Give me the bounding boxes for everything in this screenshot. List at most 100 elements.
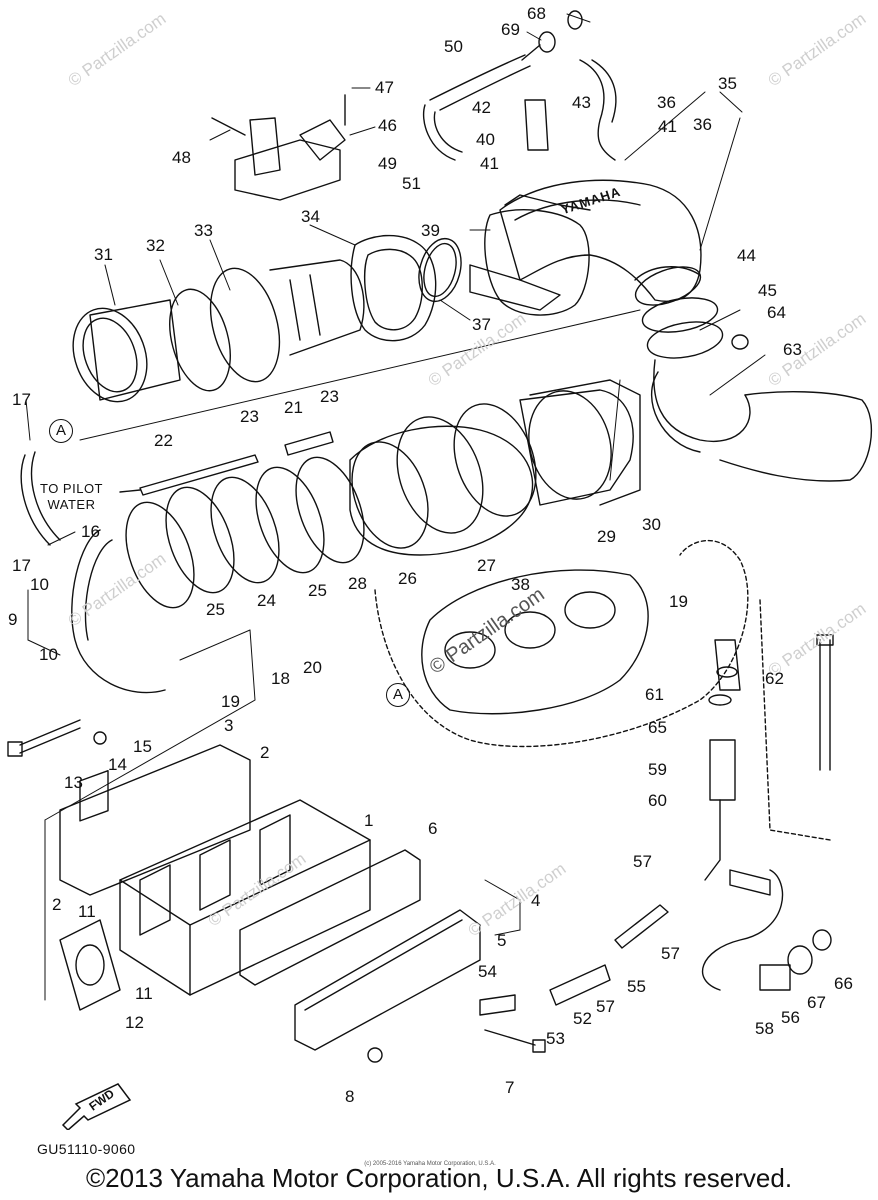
callout-23: 23 [240, 407, 259, 426]
callout-5: 5 [497, 931, 507, 950]
callout-42: 42 [472, 98, 491, 117]
callout-39: 39 [421, 221, 440, 240]
callout-15: 15 [133, 737, 152, 756]
callout-13: 13 [64, 773, 83, 792]
callout-45: 45 [758, 281, 777, 300]
callout-9: 9 [8, 610, 18, 629]
callout-54: 54 [478, 962, 497, 981]
callout-68: 68 [527, 4, 546, 23]
callout-59: 59 [648, 760, 667, 779]
pilot-water-note-line1: TO PILOT [40, 481, 103, 496]
callout-57: 57 [596, 997, 615, 1016]
callout-37: 37 [472, 315, 491, 334]
callout-43: 43 [572, 93, 591, 112]
callout-55: 55 [627, 977, 646, 996]
copyright-notice: ©2013 Yamaha Motor Corporation, U.S.A. A… [85, 1163, 793, 1193]
callout-36: 36 [693, 115, 712, 134]
callout-47: 47 [375, 78, 394, 97]
exhaust-elbow-pipe [500, 180, 705, 312]
callout-32: 32 [146, 236, 165, 255]
callout-41: 41 [658, 117, 677, 136]
callout-11: 11 [135, 984, 153, 1003]
callout-46: 46 [378, 116, 397, 135]
callout-36: 36 [657, 93, 676, 112]
ref-mark-a: A [49, 419, 73, 443]
callout-49: 49 [378, 154, 397, 173]
callout-23: 23 [320, 387, 339, 406]
flange-plate [470, 210, 589, 315]
callout-19: 19 [669, 592, 688, 611]
manifold-gasket-6 [240, 850, 420, 985]
exhaust-manifold [120, 800, 370, 995]
callout-40: 40 [476, 130, 495, 149]
callout-67: 67 [807, 993, 826, 1012]
callout-4: 4 [531, 891, 541, 910]
exhaust-cover-4-5 [295, 910, 480, 1050]
callout-19: 19 [221, 692, 240, 711]
callout-50: 50 [444, 37, 463, 56]
callout-28: 28 [348, 574, 367, 593]
callout-3: 3 [224, 716, 234, 735]
callout-22: 22 [154, 431, 173, 450]
callout-52: 52 [573, 1009, 592, 1028]
callout-2: 2 [52, 895, 62, 914]
callout-63: 63 [783, 340, 802, 359]
exhaust-gasket-34 [351, 236, 436, 341]
callout-30: 30 [642, 515, 661, 534]
callout-66: 66 [834, 974, 853, 993]
hose-clamps-row [72, 448, 377, 692]
callout-17: 17 [12, 556, 31, 575]
callout-27: 27 [477, 556, 496, 575]
callout-57: 57 [661, 944, 680, 963]
callout-29: 29 [597, 527, 616, 546]
main-muffler-body [338, 380, 640, 559]
callout-65: 65 [648, 718, 667, 737]
callout-12: 12 [125, 1013, 144, 1032]
callout-41: 41 [480, 154, 499, 173]
callout-6: 6 [428, 819, 438, 838]
callout-25: 25 [308, 581, 327, 600]
bracket-assembly [212, 95, 345, 200]
fineprint-copyright: (c) 2005-2016 Yamaha Motor Corporation, … [364, 1161, 496, 1167]
leader-lines [26, 14, 765, 1000]
callout-7: 7 [505, 1078, 515, 1097]
callout-16: 16 [81, 522, 100, 541]
callout-60: 60 [648, 791, 667, 810]
callout-57: 57 [633, 852, 652, 871]
callout-61: 61 [645, 685, 664, 704]
upper-muffler-tube [61, 260, 364, 412]
cylinder-head-outline [422, 570, 648, 714]
callout-53: 53 [546, 1029, 565, 1048]
callout-18: 18 [271, 669, 290, 688]
pilot-water-note-line2: WATER [47, 497, 96, 512]
callout-44: 44 [737, 246, 756, 265]
hose-group-top [424, 11, 616, 160]
callout-69: 69 [501, 20, 520, 39]
callout-11: 11 [78, 902, 96, 921]
connector-outline [375, 541, 830, 840]
callout-21: 21 [284, 398, 303, 417]
ref-mark-a: A [386, 683, 410, 707]
callout-48: 48 [172, 148, 191, 167]
manifold-gasket-3 [60, 745, 250, 895]
callout-34: 34 [301, 207, 320, 226]
callout-33: 33 [194, 221, 213, 240]
catalog-code: GU51110-9060 [37, 1141, 136, 1157]
callout-62: 62 [765, 669, 784, 688]
callout-1: 1 [364, 811, 374, 830]
callout-38: 38 [511, 575, 530, 594]
callout-20: 20 [303, 658, 322, 677]
rubber-coupling-group [640, 293, 872, 481]
clamp-ring-37 [412, 234, 467, 306]
callout-64: 64 [767, 303, 786, 322]
callout-14: 14 [108, 755, 127, 774]
callout-24: 24 [257, 591, 276, 610]
pilot-water-pipe [120, 432, 333, 495]
callout-10: 10 [39, 645, 58, 664]
callout-10: 10 [30, 575, 49, 594]
callout-51: 51 [402, 174, 421, 193]
callout-25: 25 [206, 600, 225, 619]
callout-8: 8 [345, 1087, 355, 1106]
callout-2: 2 [260, 743, 270, 762]
